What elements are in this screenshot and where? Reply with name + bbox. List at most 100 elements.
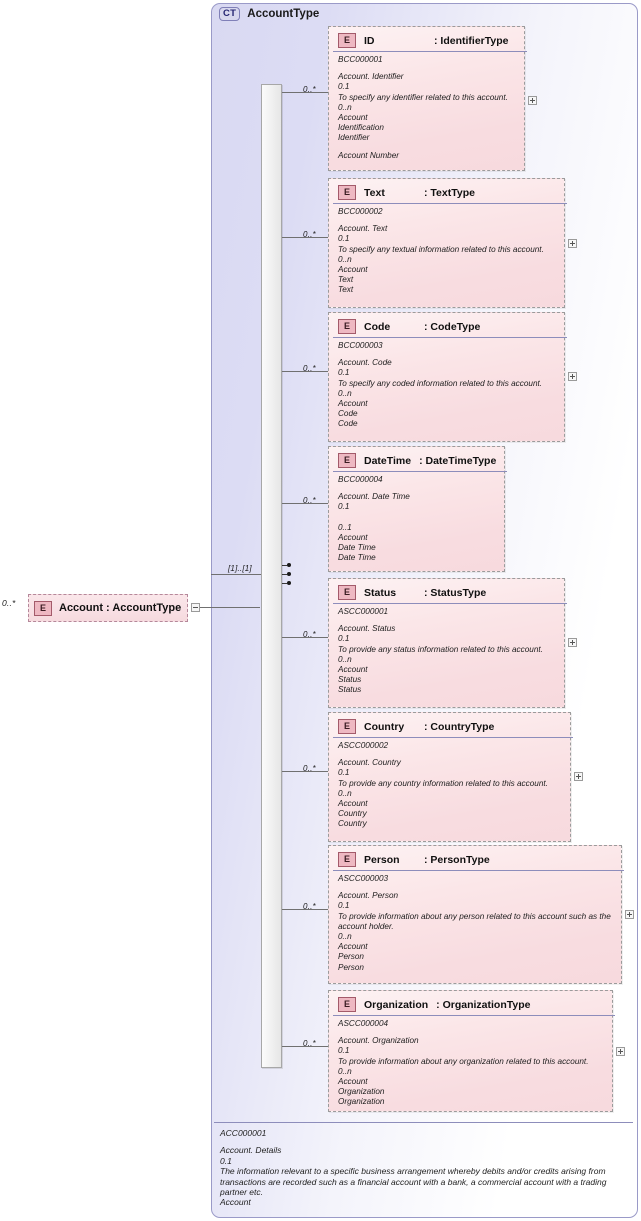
connector-stub — [282, 771, 328, 772]
element-detail-line: Account. Date Time — [338, 492, 410, 502]
element-cardinality: 0..* — [303, 230, 316, 239]
element-badge-icon: E — [338, 319, 356, 334]
element-id: BCC000001 — [338, 55, 383, 64]
element-type: : DateTimeType — [419, 454, 497, 467]
element-detail-line: 0.1 — [338, 234, 350, 244]
element-type: : CountryType — [424, 720, 495, 733]
element-detail-line: Person — [338, 962, 364, 972]
element-badge-icon: E — [338, 997, 356, 1012]
root-element-box[interactable]: E Account : AccountType — [28, 594, 188, 622]
element-id: BCC000003 — [338, 341, 383, 350]
element-detail-line: Account — [338, 399, 368, 409]
element-name: Text — [364, 186, 385, 199]
element-name: Person — [364, 853, 400, 866]
element-name: Organization — [364, 998, 429, 1011]
connector-stub — [282, 637, 328, 638]
element-name: Country — [364, 720, 405, 733]
element-detail-line: To provide information about any person … — [338, 911, 614, 931]
connector-root-to-type — [200, 607, 260, 608]
annotation-id: ACC000001 — [220, 1128, 267, 1138]
element-detail-line: 0..n — [338, 788, 352, 798]
element-name: DateTime — [364, 454, 412, 467]
element-id: ASCC000004 — [338, 1019, 389, 1028]
element-detail-line: Identifier — [338, 133, 370, 143]
complextype-header: CT AccountType — [219, 7, 319, 21]
element-id: BCC000002 — [338, 207, 383, 216]
element-detail-line: Date Time — [338, 553, 376, 563]
element-name: Code — [364, 320, 391, 333]
element-detail-line: 0..n — [338, 932, 352, 942]
root-element-title: Account : AccountType — [59, 602, 182, 614]
element-detail-line: To specify any identifier related to thi… — [338, 92, 508, 102]
element-detail-line: 0..1 — [338, 522, 352, 532]
element-detail-line: Text — [338, 285, 354, 295]
sequence-cardinality: [1]..[1] — [228, 564, 252, 573]
element-type: : PersonType — [424, 853, 490, 866]
connector-stub — [282, 1046, 328, 1047]
expand-plus-icon[interactable] — [625, 910, 634, 919]
element-type: : StatusType — [424, 586, 487, 599]
element-detail-line: Account. Status — [338, 624, 396, 634]
element-detail-line: Account — [338, 1077, 368, 1087]
element-cardinality: 0..* — [303, 85, 316, 94]
element-cardinality: 0..* — [303, 902, 316, 911]
element-detail-line: Status — [338, 685, 362, 695]
expand-plus-icon[interactable] — [616, 1047, 625, 1056]
element-id: ASCC000001 — [338, 607, 389, 616]
element-badge-icon: E — [338, 33, 356, 48]
element-detail-line: To provide any status information relate… — [338, 644, 543, 654]
root-element-cardinality: 0..* — [2, 598, 16, 608]
element-detail-line: Organization — [338, 1097, 385, 1107]
complextype-annotation: ACC000001 Account. Details 0.1 The infor… — [214, 1122, 635, 1208]
element-detail-line: To specify any textual information relat… — [338, 244, 544, 254]
connector-to-sequence — [211, 574, 268, 575]
element-detail-line: Account — [338, 265, 368, 275]
element-detail-line: 0.1 — [338, 368, 350, 378]
annotation-line: Account. Details — [220, 1145, 282, 1156]
element-type: : TextType — [424, 186, 475, 199]
element-detail-line: Account. Person — [338, 891, 399, 901]
complextype-title: AccountType — [247, 8, 320, 20]
expand-plus-icon[interactable] — [568, 372, 577, 381]
element-type: : CodeType — [424, 320, 481, 333]
connector-stub — [282, 503, 328, 504]
expand-plus-icon[interactable] — [528, 96, 537, 105]
element-node-header: E Code : CodeType — [333, 316, 567, 338]
element-detail-line: Code — [338, 419, 358, 429]
collapse-toggle-icon[interactable] — [191, 603, 200, 612]
element-badge-icon: E — [338, 852, 356, 867]
element-detail-line: Account. Code — [338, 358, 392, 368]
element-detail-line: 0..n — [338, 254, 352, 264]
element-detail-line: Account — [338, 799, 368, 809]
element-cardinality: 0..* — [303, 764, 316, 773]
expand-plus-icon[interactable] — [574, 772, 583, 781]
expand-plus-icon[interactable] — [568, 638, 577, 647]
connector-stub — [282, 909, 328, 910]
element-cardinality: 0..* — [303, 496, 316, 505]
element-id: ASCC000002 — [338, 741, 389, 750]
element-detail-line: To specify any coded information related… — [338, 378, 543, 388]
element-badge-icon: E — [34, 600, 52, 616]
expand-plus-icon[interactable] — [568, 239, 577, 248]
annotation-line: 0.1 — [220, 1155, 232, 1166]
element-detail-line: Account — [338, 532, 368, 542]
element-id: BCC000004 — [338, 475, 383, 484]
annotation-line: Account — [220, 1197, 251, 1208]
